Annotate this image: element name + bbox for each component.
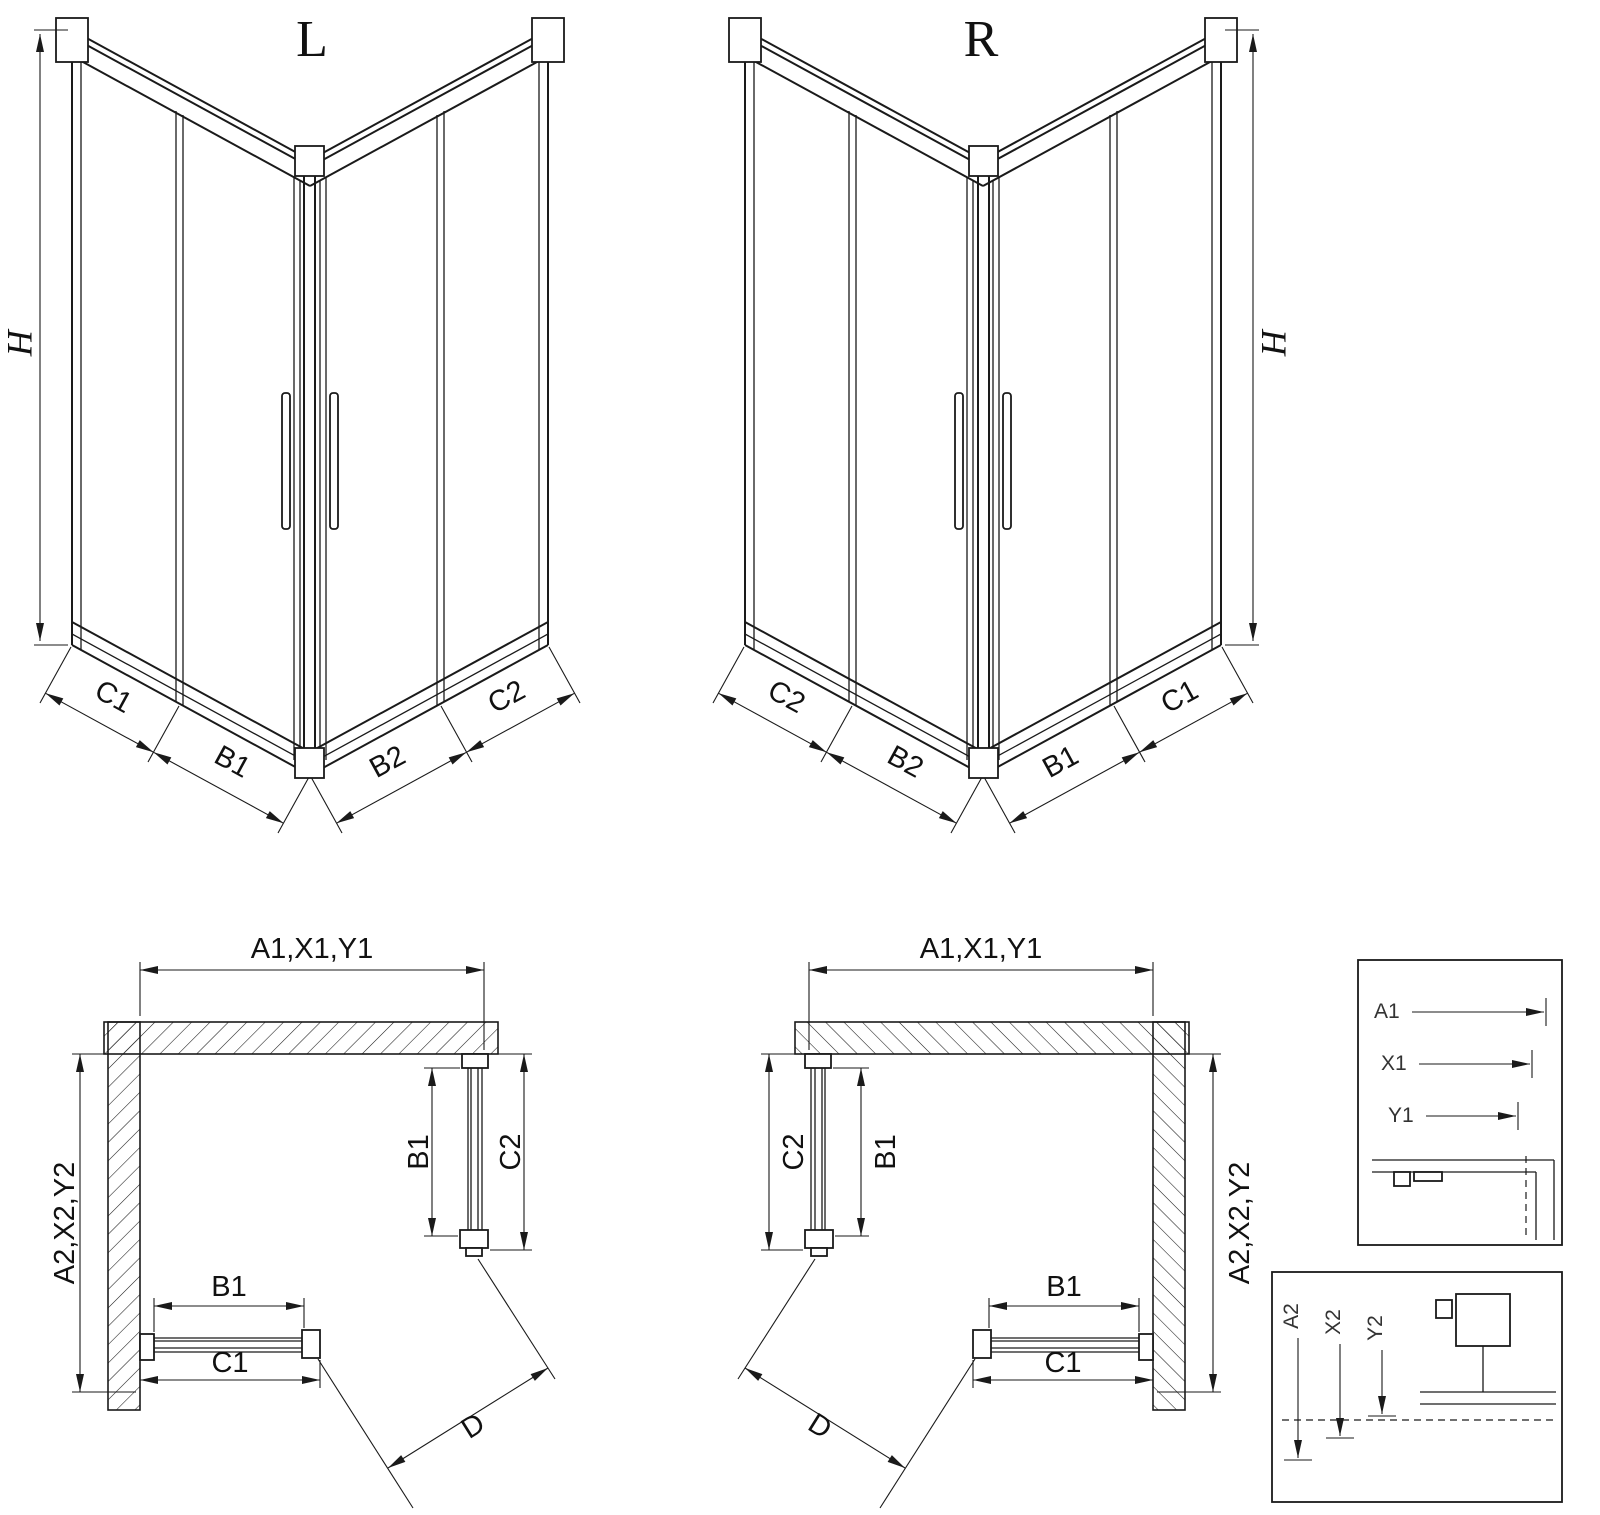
detail-a1-label: A1 (1374, 1000, 1400, 1023)
plan-left-width-label: A1,X1,Y1 (251, 933, 374, 965)
view-title-right: R (964, 11, 999, 68)
dim-label-b2-right: B2 (882, 740, 928, 785)
dim-label-b2-left: B2 (364, 740, 410, 785)
plan-left-bottom-c1-label: C1 (211, 1347, 248, 1379)
detail-box-depth-frame (1271, 1271, 1563, 1503)
dim-label-c1-right: C1 (1156, 674, 1204, 720)
profile-section (1413, 1171, 1443, 1182)
plan-right-panel-c2-label: C2 (778, 1133, 810, 1170)
detail-a2-label: A2 (1280, 1303, 1303, 1329)
plan-right-diagonal-label: D (802, 1407, 837, 1445)
plan-left-diagonal-label: D (456, 1407, 491, 1445)
dim-label-c2-right: C2 (762, 674, 810, 720)
dim-label-c2-left: C2 (483, 674, 531, 720)
plan-right-depth-label: A2,X2,Y2 (1224, 1162, 1256, 1285)
detail-y1-label: Y1 (1388, 1104, 1414, 1127)
plan-right-bottom-b1-label: B1 (1046, 1271, 1081, 1303)
view-title-left: L (296, 11, 328, 68)
dim-label-b1-right: B1 (1037, 740, 1083, 785)
plan-left-panel-c2-label: C2 (495, 1133, 527, 1170)
dim-label-height-left: H (0, 328, 40, 357)
detail-box-width-frame (1357, 959, 1563, 1246)
profile-section (1455, 1293, 1511, 1347)
plan-left-bottom-b1-label: B1 (211, 1271, 246, 1303)
dim-label-height-right: H (1254, 328, 1294, 357)
detail-x2-label: X2 (1322, 1309, 1345, 1335)
plan-right-width-label: A1,X1,Y1 (920, 933, 1043, 965)
detail-box-depth: A2 X2 Y2 (1271, 1271, 1563, 1503)
plan-right-door-b1-label: B1 (870, 1134, 902, 1169)
plan-right-bottom-c1-label: C1 (1044, 1347, 1081, 1379)
dim-label-b1-left: B1 (209, 740, 255, 785)
profile-section (1435, 1299, 1453, 1319)
detail-box-width: A1 X1 Y1 (1357, 959, 1563, 1246)
profile-section (1393, 1171, 1411, 1187)
detail-x1-label: X1 (1381, 1052, 1407, 1075)
detail-y2-label: Y2 (1364, 1315, 1387, 1341)
dim-label-c1-left: C1 (89, 674, 137, 720)
plan-left-depth-label: A2,X2,Y2 (49, 1162, 81, 1285)
plan-left-door-b1-label: B1 (403, 1134, 435, 1169)
